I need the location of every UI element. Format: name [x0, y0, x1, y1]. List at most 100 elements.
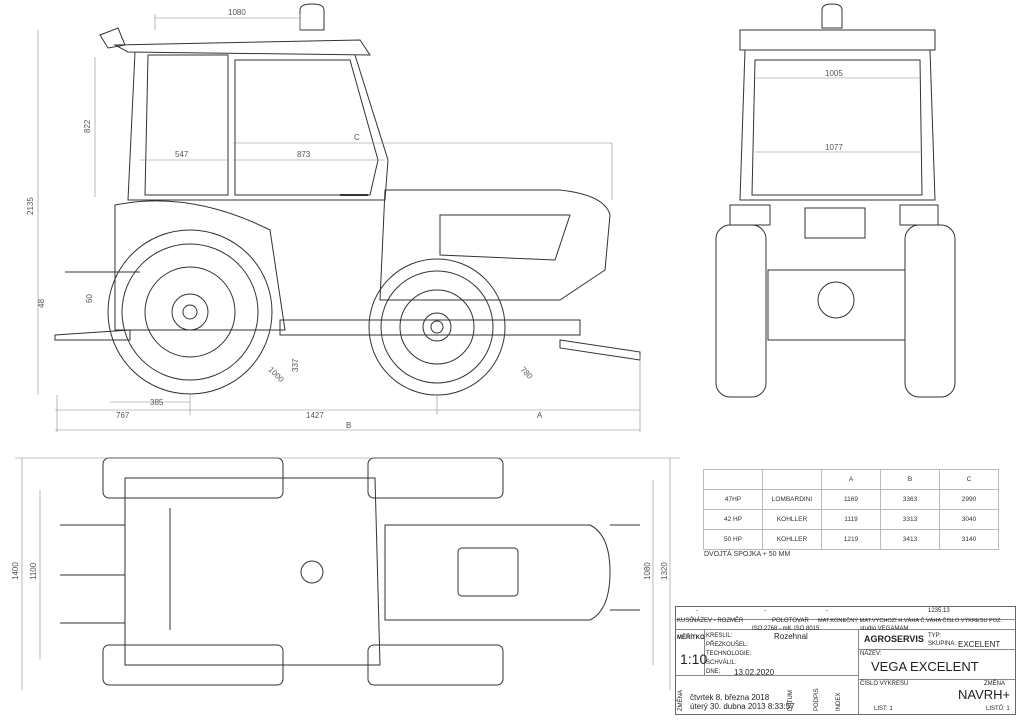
table-cell: 3040: [939, 509, 999, 530]
tb-dash: -: [696, 608, 698, 614]
dim-1080-side: 1080: [228, 8, 246, 17]
top-front-wheel-top: [367, 457, 504, 499]
side-front-hitch: [559, 339, 641, 361]
side-view: [54, 3, 641, 396]
side-dimension-lines: [37, 14, 641, 432]
tb-scale: 1:10: [680, 651, 708, 667]
rear-view: [715, 3, 956, 398]
tb-divider: [704, 629, 705, 675]
top-hood-hatch: [457, 547, 519, 597]
dim-A: A: [537, 411, 543, 420]
tb-dash: -: [826, 608, 828, 614]
side-front-wheel: [368, 258, 506, 396]
table-cell: KOHLLER: [762, 509, 822, 530]
table-cell: KOHLLER: [762, 529, 822, 550]
tb-title: VEGA EXCELENT: [871, 659, 979, 674]
tb-studio: studio VEGAMAM: [860, 626, 909, 632]
dim-1400: 1400: [11, 562, 20, 580]
side-rear-window: [234, 59, 379, 196]
dim-C: C: [354, 133, 360, 142]
tb-code: 1235.13: [928, 608, 950, 614]
table-cell: 3363: [880, 489, 940, 510]
rear-wheel-right: [904, 224, 956, 398]
table-cell: 1119: [821, 509, 881, 530]
tb-iso2: ISO 8015: [794, 626, 820, 632]
tb-stamp2: úterý 30. dubna 2013 8:33:57: [690, 702, 795, 711]
tb-hdr-polotovar: POLOTOVAR: [772, 618, 809, 624]
rear-light-right: [899, 204, 939, 226]
tb-cislo-vykresu: ČÍSLO VÝKRESU: [860, 681, 909, 687]
tb-dash: -: [764, 608, 766, 614]
tb-nazev-label: NÁZEV:: [860, 651, 882, 657]
tb-drawing-no: NAVRH+: [958, 687, 1011, 702]
tb-zmena: ZMĚNA: [984, 681, 1005, 687]
rear-roof: [739, 29, 936, 51]
dim-1080-top: 1080: [643, 562, 652, 580]
side-door-window: [144, 54, 229, 196]
tb-company: AGROSERVIS: [864, 634, 924, 644]
rear-axle: [767, 269, 906, 341]
dim-60: 60: [85, 294, 94, 303]
rear-cab: [739, 49, 936, 201]
table-row: 50 HP KOHLLER 1219 3413 3140: [703, 529, 999, 550]
tb-dne: DNE:: [706, 669, 721, 675]
dim-873: 873: [297, 150, 311, 159]
tb-index-vert: INDEX: [836, 692, 842, 711]
tb-divider: [676, 675, 858, 676]
dim-B: B: [346, 421, 351, 430]
dim-48: 48: [37, 299, 46, 308]
dim-2135: 2135: [26, 197, 35, 215]
rear-plate: [804, 207, 866, 239]
table-cell: 50 HP: [703, 529, 763, 550]
table-row: 47HP LOMBARDINI 1169 3363 2990: [703, 489, 999, 510]
table-header-cell: A: [821, 469, 881, 490]
table-cell: 3313: [880, 509, 940, 530]
table-cell: LOMBARDINI: [762, 489, 822, 510]
dim-1077: 1077: [825, 143, 843, 152]
tb-technologie: TECHNOLOGIE:: [706, 651, 752, 657]
rear-pto: [817, 281, 855, 319]
tb-divider: [858, 679, 1015, 680]
table-cell: 3413: [880, 529, 940, 550]
table-header-cell: B: [880, 469, 940, 490]
side-exhaust: [299, 3, 325, 31]
tb-kreslil: KRESLIL:: [706, 633, 733, 639]
tb-podpis-vert: PODPIS: [814, 688, 820, 711]
tb-meritko: MĚŘÍTKO: [677, 635, 705, 641]
tb-prezkousel: PŘEZKOUŠEL:: [706, 642, 749, 648]
tb-kreslil-val: Rozehnal: [774, 632, 808, 641]
side-rear-hitch: [54, 329, 131, 341]
side-rear-wheel: [107, 229, 273, 395]
tb-divider: [858, 629, 859, 714]
top-front-wheel-bottom: [367, 644, 504, 686]
side-fender: [114, 200, 286, 331]
top-view: [60, 457, 640, 686]
top-beacon: [300, 560, 324, 584]
tb-hdr-rest: MAT.KONEČNÝ MAT.VÝCHOZÍ H.VÁHA Č.VÁHA ČÍ…: [818, 618, 1003, 624]
table-cell: 1219: [821, 529, 881, 550]
tb-skupina: SKUPINA:: [928, 641, 957, 647]
top-hood: [384, 524, 611, 621]
rear-exhaust: [821, 3, 843, 29]
tb-divider: [858, 649, 1015, 650]
dim-337: 337: [291, 358, 300, 372]
table-header-cell: C: [939, 469, 999, 490]
table-header-row: A B C: [703, 469, 999, 490]
top-dimension-lines: [15, 457, 680, 690]
tb-date: 13.02.2020: [734, 668, 775, 677]
side-beacon: [99, 27, 126, 49]
tb-list: LIST: 1: [874, 706, 893, 712]
table-cell: 1169: [821, 489, 881, 510]
top-cab-roof: [124, 477, 381, 666]
dim-822: 822: [83, 119, 92, 133]
table-cell: 42 HP: [703, 509, 763, 530]
rear-wheel-left: [715, 224, 767, 398]
tb-skupina-val: EXCELENT: [958, 640, 1001, 649]
table-cell: 3140: [939, 529, 999, 550]
clutch-note: DVOJTÁ SPOJKA + 50 MM: [704, 551, 791, 558]
tb-hdr-kusu: KUSŮ: [677, 618, 694, 624]
dim-1000: 1000: [267, 365, 286, 384]
dim-767: 767: [116, 411, 130, 420]
title-block: - - - 1235.13 KUSŮ NÁZEV - ROZMĚR POLOTO…: [675, 606, 1016, 715]
tb-listu: LISTŮ: 1: [986, 706, 1010, 712]
